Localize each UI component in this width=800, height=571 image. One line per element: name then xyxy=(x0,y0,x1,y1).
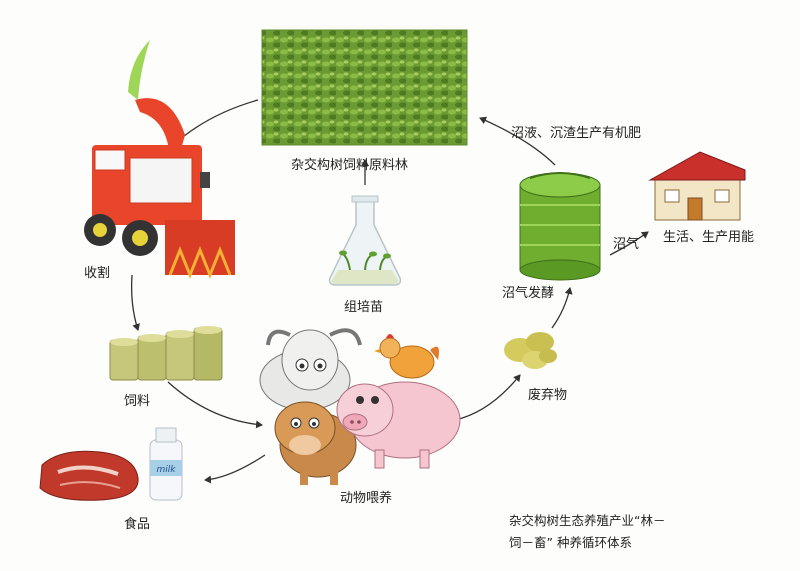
caption-line-1: 杂交构树生态养殖产业“林－ xyxy=(509,513,666,528)
arrow-animals-to-food xyxy=(204,454,266,484)
food-illustration: milk xyxy=(39,427,183,501)
label-tissue-culture: 组培苗 xyxy=(344,300,384,315)
waste-illustration xyxy=(504,332,557,369)
label-waste: 废弃物 xyxy=(528,388,568,403)
caption-line-2: 饲－畜” 种养循环体系 xyxy=(509,535,632,550)
milk-label: milk xyxy=(157,465,177,475)
feed-bales xyxy=(109,326,223,381)
label-biogas-fermentation: 沼气发酵 xyxy=(502,286,555,301)
animals-illustration xyxy=(259,328,461,485)
forest-photo xyxy=(261,29,468,146)
harvester-illustration xyxy=(84,40,235,280)
label-food: 食品 xyxy=(124,517,151,532)
label-feed: 饲料 xyxy=(124,394,151,409)
caption: 杂交构树生态养殖产业“林－ 饲－畜” 种养循环体系 xyxy=(509,510,665,554)
arrow-feed-to-animals xyxy=(167,381,263,429)
arrow-tank-to-house xyxy=(609,231,649,256)
label-animal-feeding: 动物喂养 xyxy=(340,491,393,506)
label-harvest: 收割 xyxy=(84,266,111,281)
label-fertilizer: 沼液、沉渣生产有机肥 xyxy=(511,126,642,141)
arrow-tank-to-forest xyxy=(479,116,556,166)
arrow-animals-to-waste xyxy=(454,374,521,421)
label-forest: 杂交构树饲料原料林 xyxy=(291,158,409,173)
arrow-harvest-to-feed xyxy=(130,274,140,331)
label-biogas: 沼气 xyxy=(613,237,640,252)
biogas-tank-illustration xyxy=(519,172,601,281)
label-living-production-energy: 生活、生产用能 xyxy=(663,230,755,245)
arrow-waste-to-tank xyxy=(551,287,573,329)
house-illustration xyxy=(648,151,746,221)
tissue-culture-flask xyxy=(328,195,402,286)
